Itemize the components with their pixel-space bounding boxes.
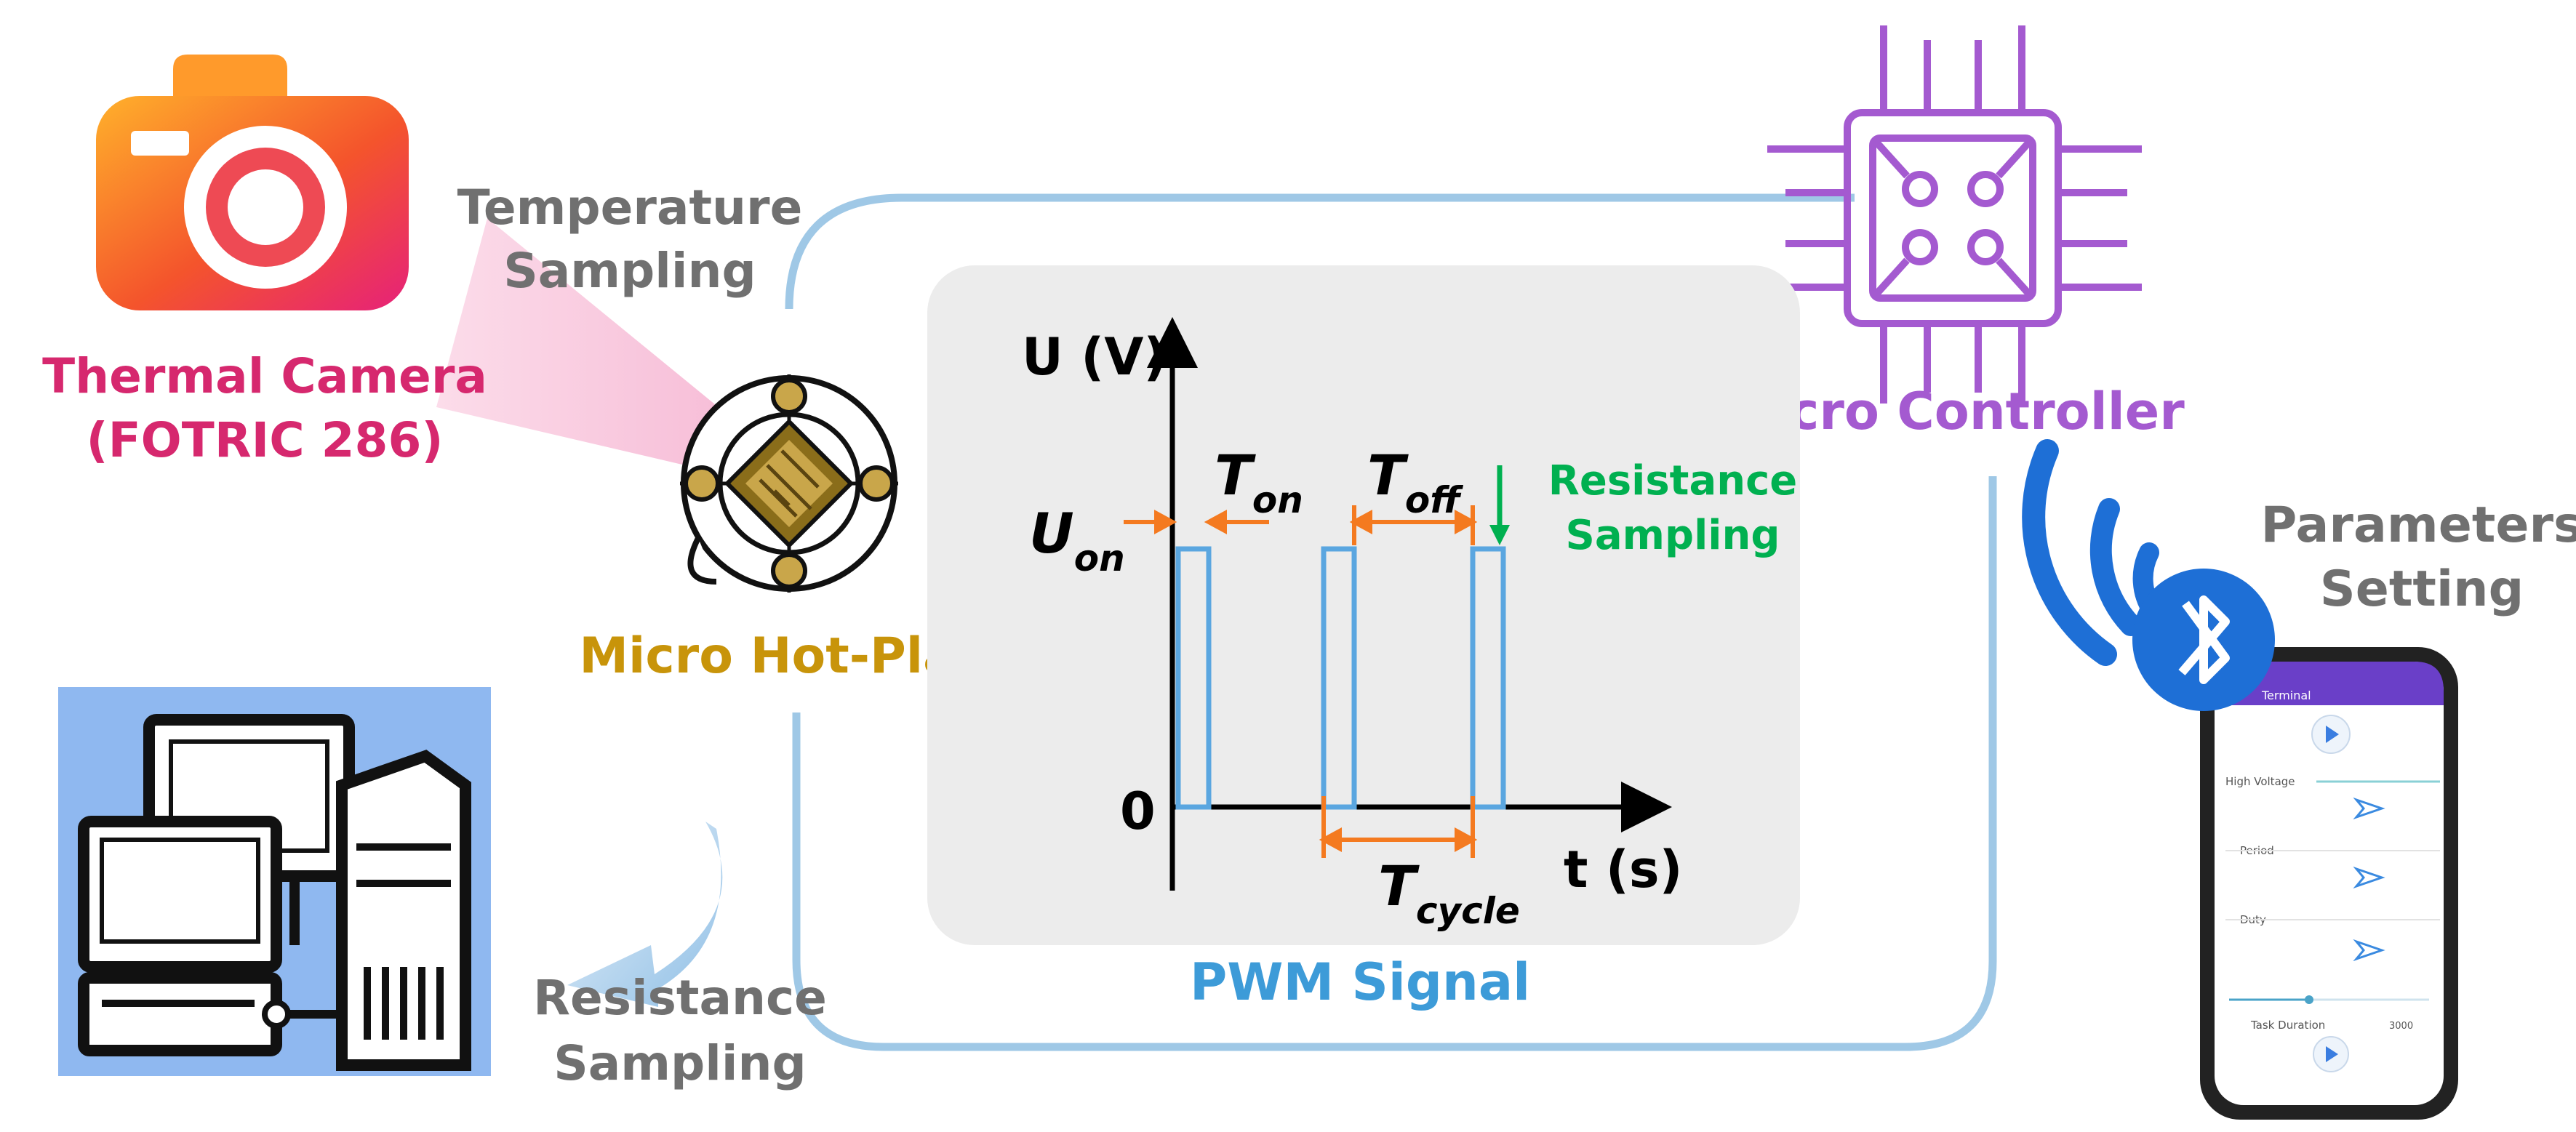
micro-controller-icon [1767,25,2142,404]
resistance-sampling-graph-label-2: Sampling [1566,512,1780,559]
thermal-camera-icon [96,55,727,473]
bluetooth-icon [2132,569,2275,711]
task-duration-label: Task Duration [2250,1019,2325,1032]
x-axis-label: t (s) [1564,840,1682,899]
thermal-beam [436,218,727,473]
send-icon[interactable] [2353,866,2385,889]
t-cycle-label: Tcycle [1378,854,1520,932]
resistance-sampling-arrow [1489,465,1510,545]
play-icon [2326,726,2339,743]
signal-loop [785,193,1997,1051]
pulse-3 [1470,546,1506,810]
app-title: Terminal [2261,689,2311,702]
t-cycle-arrow [1319,796,1478,858]
high-voltage-label: High Voltage [2225,775,2295,788]
t-on-arrow [1204,509,1269,535]
smartphone: Terminal High Voltage Period Duty Task D… [2200,647,2458,1120]
t-off-arrow [1349,505,1478,545]
send-icon[interactable] [2353,939,2385,962]
parameters-setting-label-1: Parameters [2261,497,2576,554]
u-on-arrow [1124,509,1177,535]
phone-screen [2215,662,2444,1105]
temperature-sampling-label-2: Sampling [503,243,756,299]
resistance-sampling-label-1: Resistance [533,970,827,1026]
play-icon [2326,1046,2338,1062]
resistance-sampling-graph-label-1: Resistance [1548,457,1798,505]
origin-label: 0 [1120,782,1156,841]
u-on-label: Uon [1029,501,1125,579]
t-on-label: Ton [1215,443,1303,521]
t-off-label: Toff [1367,443,1463,521]
app-header [2215,662,2444,705]
pulse-2 [1321,546,1357,810]
parameters-setting-label-2: Setting [2320,561,2524,618]
thermal-camera-label-1: Thermal Camera [42,348,487,404]
pulse-1 [1175,546,1212,810]
task-duration-value: 3000 [2389,1021,2413,1032]
temperature-sampling-label-1: Temperature [457,180,803,236]
y-axis-label: U (V) [1022,327,1167,387]
thermal-camera-label-2: (FOTRIC 286) [86,412,443,468]
resistance-sampling-label-2: Sampling [553,1035,807,1091]
curved-arrow-icon [567,822,723,1007]
pwm-signal-label: PWM Signal [1190,952,1530,1012]
pwm-pulses [1175,546,1506,810]
slider-thumb[interactable] [2305,995,2313,1004]
send-icon[interactable] [2353,797,2385,820]
pwm-axes [1147,317,1672,891]
workstation-icon [58,687,491,1076]
pwm-graph-panel [927,265,1800,945]
micro-hot-plate-icon [680,374,898,593]
